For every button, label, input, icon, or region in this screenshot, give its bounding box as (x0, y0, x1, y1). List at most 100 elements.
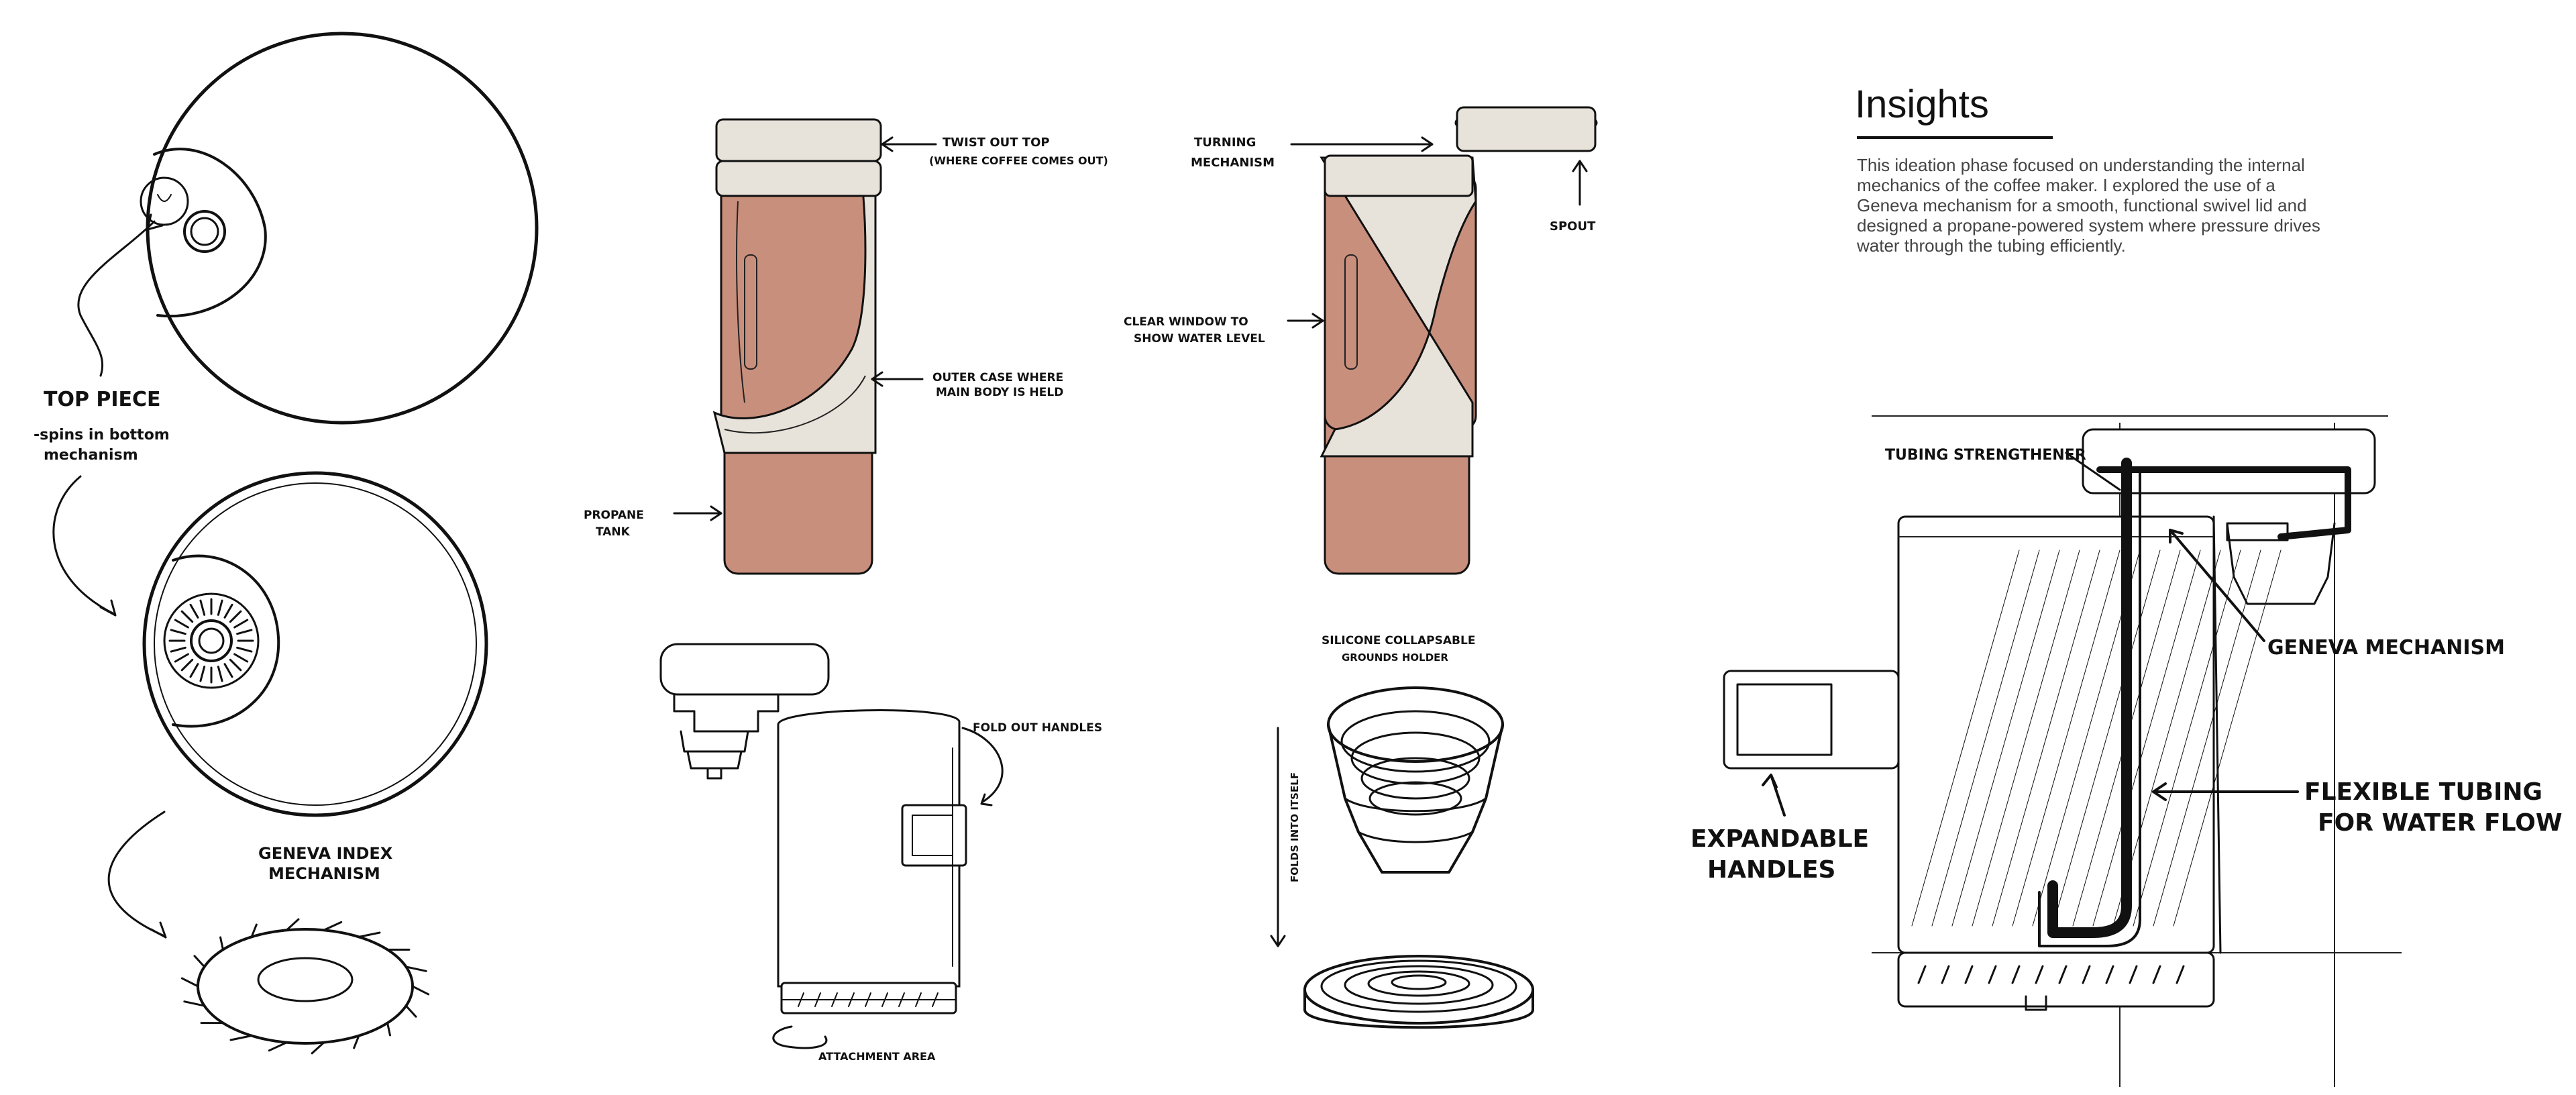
geneva-tooth (311, 1041, 325, 1055)
twist-out-arrow (881, 136, 937, 152)
outer-case-label-2: MAIN BODY IS HELD (936, 386, 1063, 399)
notch (1941, 965, 1950, 984)
notch (798, 992, 804, 1007)
hatch-line (1911, 550, 2020, 927)
geneva-index-arrow (107, 811, 167, 939)
geneva-index-sketch (197, 928, 414, 1045)
product-lineart (659, 643, 967, 1014)
gear-tooth (223, 663, 233, 678)
silicone-label-2: GROUNDS HOLDER (1342, 651, 1448, 664)
expandable-handles-label-2: HANDLES (1707, 856, 1835, 884)
propane-arrow (673, 505, 722, 521)
clear-window-label-1: CLEAR WINDOW TO (1124, 315, 1248, 329)
turning-label-1: TURNING (1194, 136, 1256, 150)
hatch-line (1972, 550, 2080, 927)
gear-tooth (199, 599, 206, 616)
insights-heading: Insights (1855, 83, 1989, 126)
folds-into-arrow (1270, 727, 1286, 947)
notch (2129, 965, 2138, 984)
geneva-tooth (411, 985, 430, 996)
product-side-render (1320, 106, 1598, 575)
gear-tooth (236, 629, 253, 635)
geneva-tooth (219, 936, 224, 951)
bottom-mechanism-arrow (52, 475, 117, 617)
clear-window-label-2: SHOW WATER LEVEL (1134, 332, 1265, 346)
notch (2152, 965, 2161, 984)
geneva-mechanism-label: GENEVA MECHANISM (2267, 636, 2505, 660)
notch (814, 992, 821, 1007)
spout-label: SPOUT (1550, 219, 1596, 233)
gear-tooth (189, 663, 199, 678)
gear-tooth (170, 629, 186, 635)
gear-tooth (180, 658, 194, 672)
flexible-tubing-arrow (2152, 782, 2299, 801)
twist-out-label-2: (WHERE COFFEE COMES OUT) (929, 154, 1108, 167)
geneva-index-label-1: GENEVA INDEX (258, 844, 393, 863)
tubing-strengthener-arrow (2065, 452, 2121, 491)
gear-tooth (217, 666, 223, 682)
geneva-tooth (183, 1000, 206, 1007)
notch (831, 992, 838, 1007)
geneva-teeth (180, 918, 430, 1055)
hatch-line (2052, 550, 2161, 927)
geneva-tooth (353, 1035, 360, 1049)
gear-tooth (174, 619, 189, 629)
bottom-mechanism-sketch (142, 471, 488, 817)
flexible-tubing-label-1: FLEXIBLE TUBING (2304, 778, 2542, 806)
hatch-line (2153, 550, 2261, 927)
gear-tooth (170, 646, 186, 653)
geneva-tooth (250, 923, 258, 938)
notch (2105, 965, 2114, 984)
insights-line-2: mechanics of the coffee maker. I explore… (1857, 175, 2275, 195)
geneva-tooth (229, 1035, 253, 1041)
grounds-holder-collapsed (1303, 955, 1534, 1029)
notch (915, 992, 922, 1007)
hatch-line (2012, 550, 2121, 927)
geneva-tooth (180, 977, 199, 988)
expandable-handles-label-1: EXPANDABLE (1690, 825, 1869, 853)
geneva-index-label-2: MECHANISM (268, 864, 380, 883)
fold-out-arrow (961, 727, 1004, 806)
turning-label-2: MECHANISM (1191, 156, 1275, 170)
silicone-label-1: SILICONE COLLAPSABLE (1322, 634, 1475, 647)
fold-out-label: FOLD OUT HANDLES (973, 721, 1102, 735)
gear-tooth (236, 646, 253, 653)
insights-line-1: This ideation phase focused on understan… (1857, 155, 2305, 175)
attachment-notches (798, 992, 938, 1007)
outer-case-arrow (871, 371, 924, 387)
notch (2082, 965, 2091, 984)
insights-line-5: water through the tubing efficiently. (1856, 236, 2126, 256)
hatch-line (1951, 550, 2060, 927)
gear-tooth (174, 653, 189, 663)
propane-label-2: TANK (596, 525, 631, 539)
gear-tooth (229, 658, 242, 672)
notch (2058, 965, 2068, 984)
clear-window-arrow (1287, 313, 1324, 329)
notch (865, 992, 871, 1007)
notch (898, 992, 905, 1007)
attachment-arrow (772, 1025, 828, 1049)
notch (932, 992, 938, 1007)
notch (2035, 965, 2044, 984)
hatch-line (2133, 550, 2241, 927)
hatch-line (2072, 550, 2181, 927)
gear-tooth (223, 603, 233, 619)
geneva-tooth (405, 1004, 417, 1018)
twist-out-label-1: TWIST OUT TOP (943, 136, 1050, 150)
gear-tooth (217, 599, 223, 616)
hatch-line (2032, 550, 2141, 927)
notch (881, 992, 888, 1007)
gear-tooth (199, 666, 206, 682)
geneva-tooth (386, 1022, 391, 1037)
geneva-tooth (405, 966, 427, 972)
notch (848, 992, 855, 1007)
product-front-render (712, 118, 882, 575)
flexible-tubing-label-2: FOR WATER FLOW (2318, 809, 2563, 837)
turning-arrow (1290, 136, 1434, 152)
attachment-label: ATTACHMENT AREA (818, 1050, 936, 1063)
top-piece-sketch (140, 32, 539, 425)
insights-line-3: Geneva mechanism for a smooth, functiona… (1857, 195, 2307, 215)
hatch-line (2173, 550, 2282, 927)
gear-tooth (189, 603, 199, 619)
